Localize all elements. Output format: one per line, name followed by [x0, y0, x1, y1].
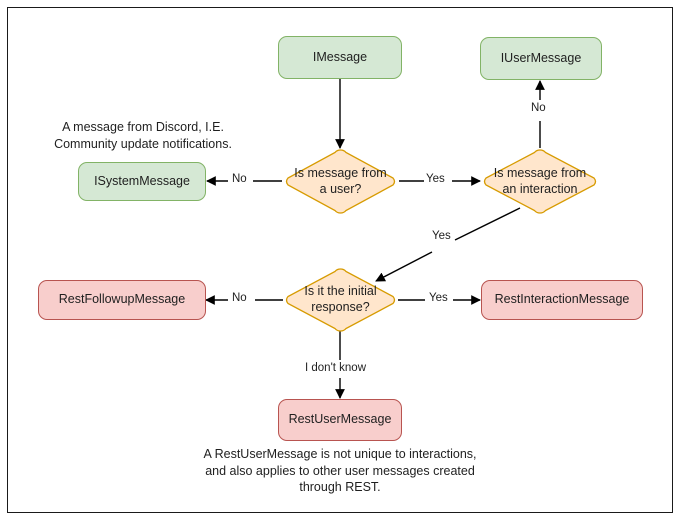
- node-isystemmessage[interactable]: ISystemMessage: [78, 162, 206, 201]
- node-restinteractionmessage-label: RestInteractionMessage: [494, 292, 630, 307]
- note-system-message: A message from Discord, I.E. Community u…: [54, 120, 232, 151]
- edge-label-user-yes: Yes: [424, 173, 447, 186]
- edge-label-initial-no: No: [230, 292, 249, 305]
- edge-label-initial-yes: Yes: [427, 292, 450, 305]
- note-rest-user-message: A RestUserMessage is not unique to inter…: [203, 447, 477, 494]
- edge-label-interaction-yes: Yes: [430, 230, 453, 243]
- decision-is-initial-response-label: Is it the initial response?: [304, 284, 377, 314]
- decision-is-message-from-user-label: Is message from a user?: [294, 165, 387, 196]
- decision-is-message-from-interaction-label: Is message from an interaction: [493, 165, 587, 196]
- decision-is-message-from-interaction[interactable]: Is message from an interaction: [480, 147, 600, 216]
- edge-interaction-yes-to-initial-head: [375, 251, 433, 282]
- decision-is-message-from-user[interactable]: Is message from a user?: [282, 147, 399, 216]
- node-restusermessage-label: RestUserMessage: [288, 412, 392, 427]
- edge-label-initial-unknown: I don't know: [303, 362, 369, 375]
- diamond-shape: [285, 149, 396, 214]
- node-restfollowupmessage-label: RestFollowupMessage: [58, 292, 186, 307]
- edge-label-user-no: No: [230, 173, 249, 186]
- node-imessage-label: IMessage: [312, 49, 368, 64]
- node-isystemmessage-label: ISystemMessage: [94, 173, 190, 188]
- node-restusermessage[interactable]: RestUserMessage: [278, 399, 402, 441]
- diamond-shape: [483, 149, 597, 214]
- decision-is-initial-response[interactable]: Is it the initial response?: [282, 266, 399, 334]
- node-iusermessage-label: IUserMessage: [500, 50, 582, 65]
- edge-label-interaction-no: No: [529, 102, 548, 115]
- node-iusermessage[interactable]: IUserMessage: [480, 37, 602, 80]
- diamond-shape: [285, 268, 396, 332]
- node-imessage[interactable]: IMessage: [278, 36, 402, 79]
- node-restinteractionmessage[interactable]: RestInteractionMessage: [481, 280, 643, 320]
- node-restfollowupmessage[interactable]: RestFollowupMessage: [38, 280, 206, 320]
- edge-interaction-yes-to-initial: [454, 207, 521, 241]
